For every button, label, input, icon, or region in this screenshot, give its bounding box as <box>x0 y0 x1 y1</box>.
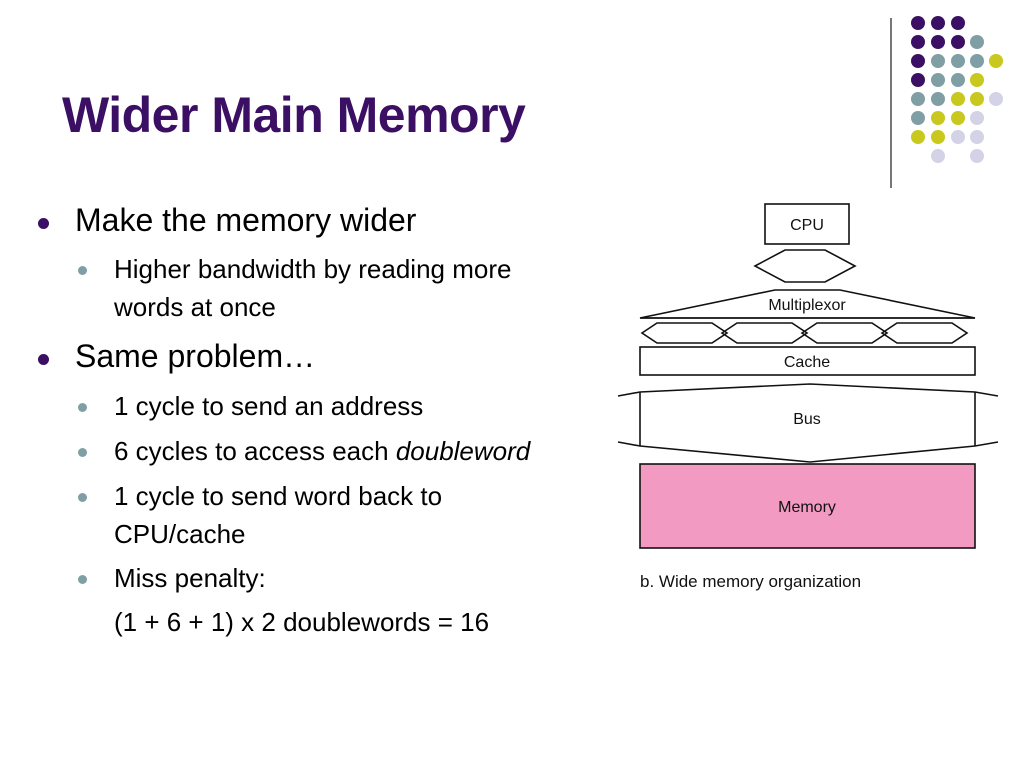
decorative-dot <box>970 111 984 125</box>
multiplexor-label: Multiplexor <box>768 297 846 314</box>
sub-bullet-marker <box>78 403 87 412</box>
decorative-dot <box>911 130 925 144</box>
decorative-dot <box>911 16 925 30</box>
formula-text: (1 + 6 + 1) x 2 doublewords = 16 <box>114 607 490 637</box>
sub-bullet-text: Higher bandwidth by reading more <box>114 254 512 284</box>
cpu-mux-connector <box>753 249 857 283</box>
emphasized-word: doubleword <box>395 436 531 466</box>
bus-label: Bus <box>793 411 821 428</box>
decorative-dot <box>911 92 925 106</box>
bus-bottom-edge <box>617 441 999 463</box>
decorative-dot <box>970 130 984 144</box>
decorative-dot <box>911 54 925 68</box>
decorative-dot <box>989 92 1003 106</box>
decorative-dot <box>931 35 945 49</box>
decorative-dot <box>970 92 984 106</box>
cache-box <box>639 346 976 376</box>
cpu-box <box>764 203 850 245</box>
decorative-dot <box>931 73 945 87</box>
sub-bullet-text: 6 cycles to access each doubleword <box>114 432 530 470</box>
cache-label: Cache <box>784 354 830 371</box>
mux-cache-connector <box>720 322 809 344</box>
wide-memory-diagram: CPU Multiplexor Cache Bus Memory <box>617 203 999 549</box>
decorative-dot <box>970 73 984 87</box>
sub-bullet-marker <box>78 448 87 457</box>
sub-bullet-text: Miss penalty: <box>114 563 266 593</box>
sub-bullet-marker <box>78 266 87 275</box>
sub-bullet-text: 1 cycle to send an address <box>114 391 424 421</box>
sub-bullet-text-cont: CPU/cache <box>114 519 246 549</box>
sub-bullet-text-prefix: 6 cycles to access each <box>114 436 396 466</box>
diagram-caption: b. Wide memory organization <box>640 572 862 591</box>
decorative-dot <box>970 54 984 68</box>
decorative-dot <box>951 92 965 106</box>
decorative-dot <box>911 111 925 125</box>
vertical-divider <box>890 18 892 188</box>
decorative-dot <box>951 73 965 87</box>
decorative-dot <box>911 35 925 49</box>
bullet-marker <box>38 218 49 229</box>
decorative-dot <box>951 16 965 30</box>
memory-label: Memory <box>778 499 836 516</box>
decorative-dot <box>951 54 965 68</box>
decorative-dot <box>951 35 965 49</box>
decorative-dot <box>989 54 1003 68</box>
decorative-dot <box>931 149 945 163</box>
bullet-text: Same problem… <box>75 338 316 374</box>
decorative-dot <box>931 130 945 144</box>
sub-bullet-text-cont: words at once <box>114 292 276 322</box>
sub-bullet-marker <box>78 493 87 502</box>
decorative-dot <box>951 111 965 125</box>
bullet-marker <box>38 354 49 365</box>
decorative-dot <box>970 149 984 163</box>
bus-top-edge <box>617 383 999 397</box>
mux-cache-connector <box>800 322 889 344</box>
slide-title: Wider Main Memory <box>62 87 526 143</box>
cpu-label: CPU <box>790 217 824 234</box>
decorative-dot <box>911 73 925 87</box>
sub-bullet-text: 1 cycle to send word back to <box>114 481 443 511</box>
mux-cache-connector <box>880 322 969 344</box>
memory-box <box>639 463 976 549</box>
decorative-dot <box>931 92 945 106</box>
bullet-text: Make the memory wider <box>75 202 417 238</box>
decorative-dot <box>931 54 945 68</box>
decorative-dot <box>970 35 984 49</box>
mux-cache-connector <box>640 322 729 344</box>
decorative-dot <box>931 16 945 30</box>
sub-bullet-marker <box>78 575 87 584</box>
decorative-dot <box>951 130 965 144</box>
decorative-dot <box>931 111 945 125</box>
decorative-dot-grid <box>911 16 1003 163</box>
